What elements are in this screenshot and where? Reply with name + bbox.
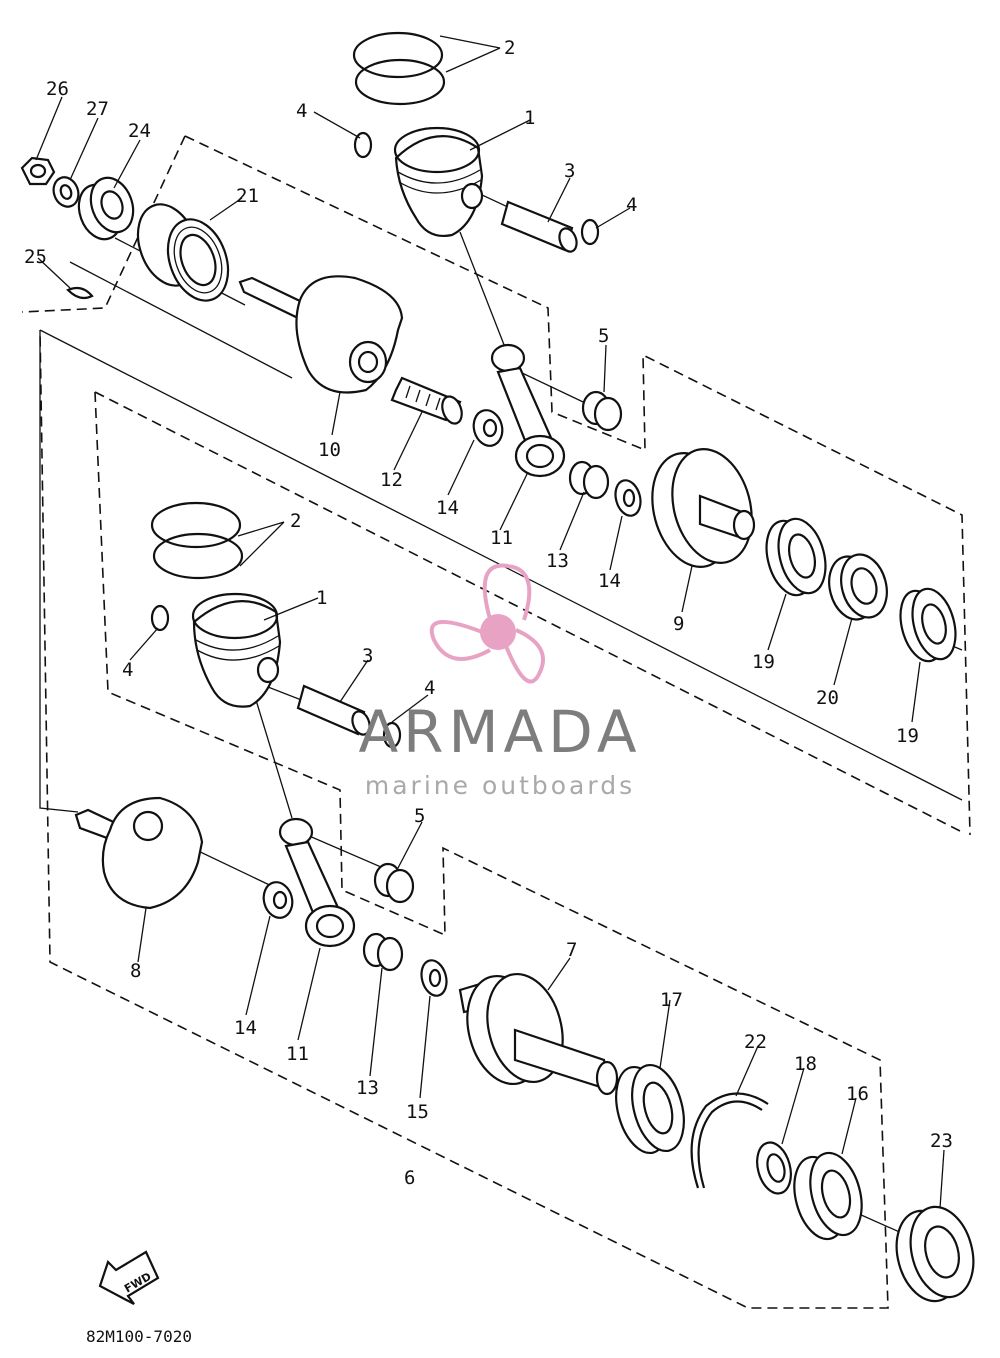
callout-4-upper-right: 4 (626, 194, 637, 216)
fwd-badge: FWD (98, 1250, 160, 1305)
bearing-19-b (899, 587, 957, 663)
washer-15 (420, 959, 448, 997)
callout-14-upper-a: 14 (436, 497, 459, 519)
piston-pin-3-upper (500, 200, 578, 253)
crank-center-9 (651, 448, 756, 568)
callout-17: 17 (660, 989, 683, 1011)
callout-labels: 26 27 24 21 25 2 4 1 3 4 5 10 12 14 11 1… (24, 37, 953, 1189)
needle-bearing-5-upper (581, 390, 623, 432)
circlip-4-upper-left (353, 131, 373, 159)
oil-seal-23 (895, 1205, 975, 1303)
callout-11-lower: 11 (286, 1043, 309, 1065)
bearing-19-a (765, 517, 827, 597)
callout-22: 22 (744, 1031, 767, 1053)
callout-18: 18 (794, 1053, 817, 1075)
callout-27: 27 (86, 98, 109, 120)
leader-lines (35, 35, 945, 1209)
needle-bearing-13-upper (568, 460, 610, 500)
callout-10: 10 (318, 439, 341, 461)
callout-8: 8 (130, 960, 141, 982)
callout-5-upper: 5 (598, 325, 609, 347)
assembly-outline-lower (39, 329, 963, 1309)
piston-pin-3-lower (296, 684, 371, 736)
callout-3-upper: 3 (564, 160, 575, 182)
woodruff-key-25 (66, 286, 94, 300)
callout-23: 23 (930, 1130, 953, 1152)
bearing-17 (615, 1063, 685, 1155)
callout-16: 16 (846, 1083, 869, 1105)
callout-19-b: 19 (896, 725, 919, 747)
oil-seal-24 (77, 176, 135, 241)
assembly-outline-upper (21, 135, 971, 836)
callout-20: 20 (816, 687, 839, 709)
washer-27 (52, 176, 80, 208)
callout-9: 9 (673, 613, 684, 635)
callout-1-lower: 1 (316, 587, 327, 609)
nut-26 (20, 156, 56, 186)
callout-19-a: 19 (752, 651, 775, 673)
callout-4-lower-left: 4 (122, 659, 133, 681)
propeller-icon (429, 563, 545, 684)
bearing-16 (793, 1151, 863, 1241)
watermark-subtitle: marine outboards (365, 771, 635, 800)
labyrinth-seal-20 (828, 553, 888, 621)
callout-1-upper: 1 (524, 107, 535, 129)
armada-watermark: ARMADA marine outboards (358, 563, 641, 800)
fwd-arrow-icon (98, 1250, 160, 1305)
washer-14-upper-a (472, 409, 504, 447)
circlip-4-lower-left (150, 604, 170, 632)
needle-bearing-5-lower (373, 862, 415, 904)
c-ring-22 (690, 1092, 769, 1189)
bearing-21 (136, 203, 230, 302)
washer-14-upper-b (614, 479, 642, 517)
diagram-code: 82M100-7020 (86, 1327, 192, 1346)
callout-4-lower-right: 4 (424, 677, 435, 699)
crank-half-10 (238, 275, 404, 394)
callout-24: 24 (128, 120, 151, 142)
callout-13-lower: 13 (356, 1077, 379, 1099)
piston-rings-2-lower (150, 501, 244, 580)
callout-2-upper: 2 (504, 37, 515, 59)
washer-18 (756, 1141, 792, 1195)
callout-25: 25 (24, 246, 47, 268)
watermark-title: ARMADA (358, 698, 641, 766)
callout-6: 6 (404, 1167, 415, 1189)
callout-3-lower: 3 (362, 645, 373, 667)
callout-26: 26 (46, 78, 69, 100)
callout-11-upper: 11 (490, 527, 513, 549)
connecting-rod-11-upper (490, 343, 566, 478)
circlip-4-lower-right (382, 721, 402, 749)
piston-rings-2-upper (352, 31, 446, 106)
callout-7: 7 (566, 939, 577, 961)
callout-12: 12 (380, 469, 403, 491)
connecting-rod-11-lower (278, 817, 356, 948)
callout-21: 21 (236, 185, 259, 207)
circlip-4-upper-right (580, 218, 600, 246)
callout-14-lower: 14 (234, 1017, 257, 1039)
crank-half-8 (74, 796, 204, 910)
crankpin-12 (390, 376, 463, 425)
piston-1-lower (191, 592, 282, 708)
callout-15: 15 (406, 1101, 429, 1123)
washer-14-lower (262, 881, 294, 919)
callout-13-upper: 13 (546, 550, 569, 572)
callout-5-lower: 5 (414, 805, 425, 827)
needle-bearing-13-lower (362, 932, 404, 972)
callout-2-lower: 2 (290, 510, 301, 532)
crank-lower-7 (458, 972, 619, 1096)
piston-1-upper (393, 126, 484, 237)
callout-4-upper-left: 4 (296, 100, 307, 122)
callout-14-upper-b: 14 (598, 570, 621, 592)
